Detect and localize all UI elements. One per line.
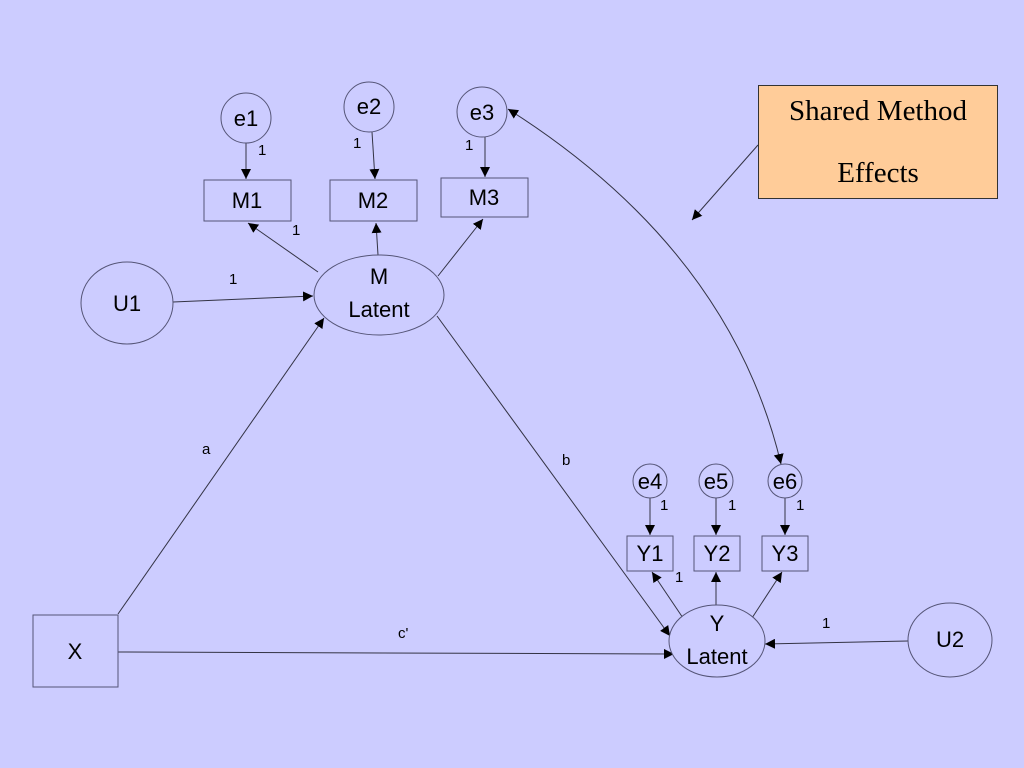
node-x: X: [32, 614, 119, 688]
edge-ylatent-y1: [651, 571, 684, 619]
label-e3-m3: 1: [465, 137, 473, 154]
node-m-latent-line1: M: [370, 264, 388, 289]
node-u2: U2: [907, 602, 993, 678]
label-e6-y3: 1: [796, 497, 804, 514]
node-e6: e6: [767, 463, 803, 499]
node-e5: e5: [698, 463, 734, 499]
edge-u1-mlatent: [172, 291, 314, 303]
node-e4: e4: [632, 463, 668, 499]
node-e2-label: e2: [357, 94, 381, 119]
edge-mlatent-m1: [247, 222, 319, 273]
node-e5-label: e5: [704, 469, 728, 494]
node-e2: e2: [343, 81, 395, 133]
node-u1-label: U1: [113, 291, 141, 316]
node-e1-label: e1: [234, 106, 258, 131]
label-u2-ylatent: 1: [822, 615, 830, 632]
node-y2: Y2: [693, 535, 741, 572]
edge-mlatent-m2: [371, 222, 382, 256]
node-e1: e1: [220, 92, 272, 144]
node-m2: M2: [329, 179, 418, 222]
edge-a-x-mlatent: [117, 317, 325, 615]
node-e3: e3: [456, 86, 508, 138]
label-path-c-prime: c': [398, 625, 409, 642]
node-y1: Y1: [626, 535, 674, 572]
edge-ylatent-y3: [751, 571, 783, 619]
label-path-a: a: [202, 441, 211, 458]
node-u2-label: U2: [936, 627, 964, 652]
node-m1-label: M1: [232, 188, 263, 213]
node-y3-label: Y3: [772, 541, 799, 566]
edge-u2-ylatent: [764, 638, 909, 649]
edge-cprime-x-ylatent: [117, 648, 675, 659]
label-e5-y2: 1: [728, 497, 736, 514]
label-ylatent-y1: 1: [675, 569, 683, 586]
node-e3-label: e3: [470, 100, 494, 125]
node-m-latent: M Latent: [313, 254, 445, 336]
label-e4-y1: 1: [660, 497, 668, 514]
edge-mlatent-m3: [437, 218, 484, 277]
node-u1: U1: [80, 261, 174, 345]
node-y2-label: Y2: [704, 541, 731, 566]
node-m1: M1: [203, 179, 292, 222]
callout-line1: Shared Method: [789, 95, 967, 127]
node-y-latent-line2: Latent: [686, 644, 747, 669]
node-y3: Y3: [761, 535, 809, 572]
edge-e3-e6-correlation: [507, 108, 784, 465]
callout-pointer: [691, 144, 759, 221]
edge-e2-m2: [369, 131, 380, 180]
label-e2-m2: 1: [353, 135, 361, 152]
node-y-latent: Y Latent: [668, 604, 766, 678]
node-m2-label: M2: [358, 188, 389, 213]
label-e1-m1: 1: [258, 142, 266, 159]
shared-method-effects-callout: Shared Method Effects: [758, 85, 998, 199]
node-e4-label: e4: [638, 469, 662, 494]
node-m-latent-line2: Latent: [348, 297, 409, 322]
edge-b-mlatent-ylatent: [436, 315, 671, 637]
node-m3-label: M3: [469, 185, 500, 210]
node-y1-label: Y1: [637, 541, 664, 566]
node-y-latent-line1: Y: [710, 611, 725, 636]
node-x-label: X: [68, 639, 83, 664]
node-m3: M3: [440, 177, 529, 218]
label-mlatent-m1: 1: [292, 222, 300, 239]
callout-line2: Effects: [837, 157, 919, 189]
node-e6-label: e6: [773, 469, 797, 494]
label-u1-mlatent: 1: [229, 271, 237, 288]
label-path-b: b: [562, 452, 570, 469]
